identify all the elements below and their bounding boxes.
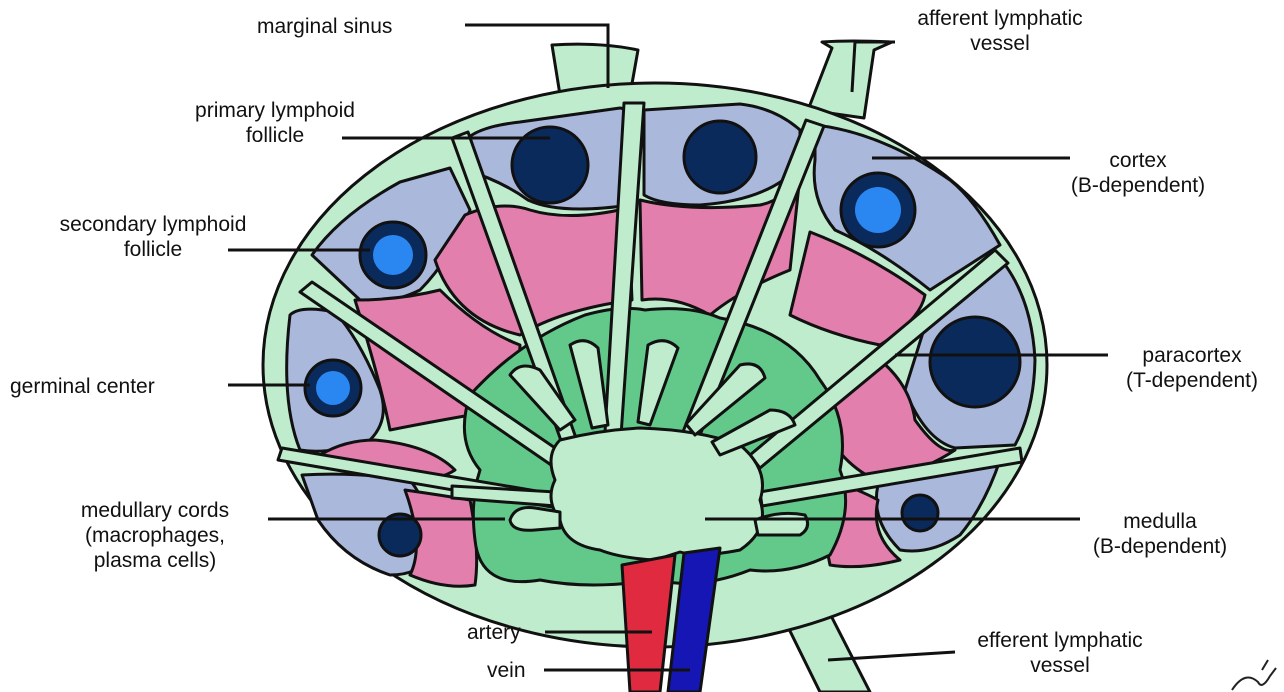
label-paracortex: paracortex (T-dependent) [1100,343,1284,393]
germinal-center [855,187,901,233]
label-marginal-sinus: marginal sinus [257,14,392,39]
label-vein: vein [487,658,526,683]
label-medulla: medulla (B-dependent) [1060,509,1260,559]
label-germinal-center: germinal center [10,374,155,399]
label-cortex: cortex (B-dependent) [1038,148,1238,198]
germinal-center [373,235,413,275]
label-efferent-lymphatic-vessel: efferent lymphatic vessel [930,628,1190,678]
primary-lymphoid-follicle [684,121,756,193]
label-secondary-lymphoid-follicle: secondary lymphoid follicle [18,212,288,262]
primary-lymphoid-follicle [902,495,938,531]
primary-lymphoid-follicle [930,317,1020,407]
afferent-vessel [808,41,892,118]
germinal-center [316,371,350,405]
label-artery: artery [467,620,521,645]
artist-signature [1232,660,1276,690]
label-primary-lymphoid-follicle: primary lymphoid follicle [165,98,385,148]
label-medullary-cords: medullary cords (macrophages, plasma cel… [40,498,270,573]
label-afferent-lymphatic-vessel: afferent lymphatic vessel [890,6,1110,56]
